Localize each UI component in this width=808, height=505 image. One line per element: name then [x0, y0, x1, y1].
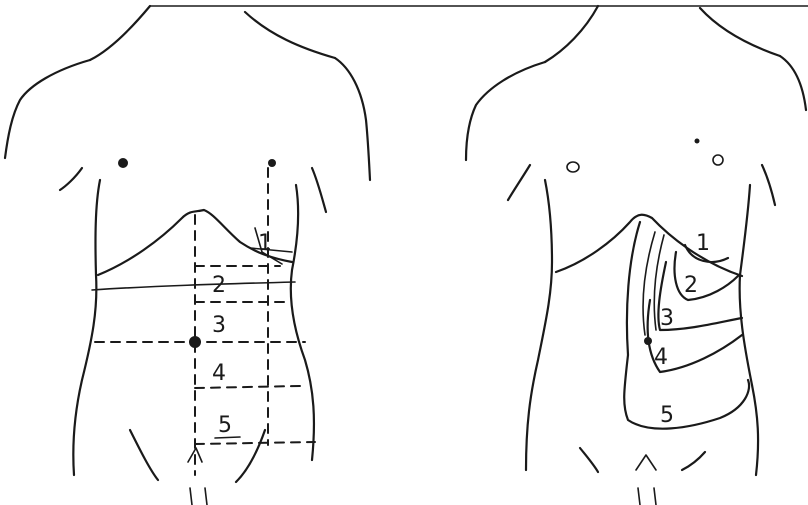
left-lower-mark-b	[205, 488, 207, 505]
left-region-label-5: 5	[218, 413, 232, 438]
left-lower-mark-a	[190, 488, 192, 505]
left-arm-inner-left	[60, 168, 82, 190]
right-flank-left	[526, 180, 552, 470]
right-zone-outer	[624, 222, 749, 429]
right-neck-right-line	[700, 8, 780, 56]
left-neck-right-line	[245, 12, 335, 58]
left-region-label-4: 4	[212, 361, 226, 386]
right-lower-mark-a	[638, 488, 640, 505]
right-arm-inner-left	[508, 165, 530, 200]
right-arm-inner-right	[762, 165, 775, 205]
left-nipple-left	[118, 158, 128, 168]
right-lower-chevron	[636, 455, 656, 470]
right-neck-left-line	[545, 6, 598, 62]
right-chest-mark	[695, 139, 700, 144]
right-umbilicus	[644, 337, 652, 345]
left-neck-left-line	[90, 6, 150, 60]
left-flank-left	[73, 180, 100, 475]
right-region-label-4: 4	[654, 345, 668, 370]
left-horizontal-3	[195, 386, 300, 388]
right-zone-inner-left	[643, 232, 655, 335]
left-shoulder-right	[335, 58, 370, 180]
left-torso-figure: 1 2 3 4 5	[5, 6, 370, 505]
left-groin-right	[236, 430, 265, 482]
left-groin-left	[130, 430, 158, 480]
right-nipple-right	[713, 155, 723, 165]
left-waist-line	[92, 282, 295, 290]
right-shoulder-left	[466, 62, 545, 160]
right-region-label-5: 5	[660, 403, 674, 428]
right-torso-figure: 1 2 3 4 5	[466, 6, 806, 505]
left-region-label-2: 2	[212, 273, 226, 298]
left-shoulder-left	[5, 60, 90, 158]
right-costal-margin	[556, 215, 742, 276]
left-flank-right	[291, 185, 314, 460]
right-shoulder-right	[780, 56, 806, 110]
right-region-label-2: 2	[684, 273, 698, 298]
left-arm-inner-right	[312, 168, 326, 212]
left-nipple-right	[268, 159, 276, 167]
right-region-label-3: 3	[660, 306, 674, 331]
left-region-label-1: 1	[258, 231, 272, 256]
left-region-label-3: 3	[212, 313, 226, 338]
right-groin-left	[580, 448, 598, 472]
right-nipple-left	[567, 162, 579, 172]
right-groin-right	[682, 452, 705, 470]
left-umbilicus	[189, 336, 201, 348]
right-region-label-1: 1	[696, 231, 710, 256]
left-region5-underline	[215, 437, 240, 438]
right-lower-mark-b	[654, 488, 656, 505]
left-horizontal-4	[195, 442, 315, 444]
right-flank-right	[740, 185, 758, 475]
